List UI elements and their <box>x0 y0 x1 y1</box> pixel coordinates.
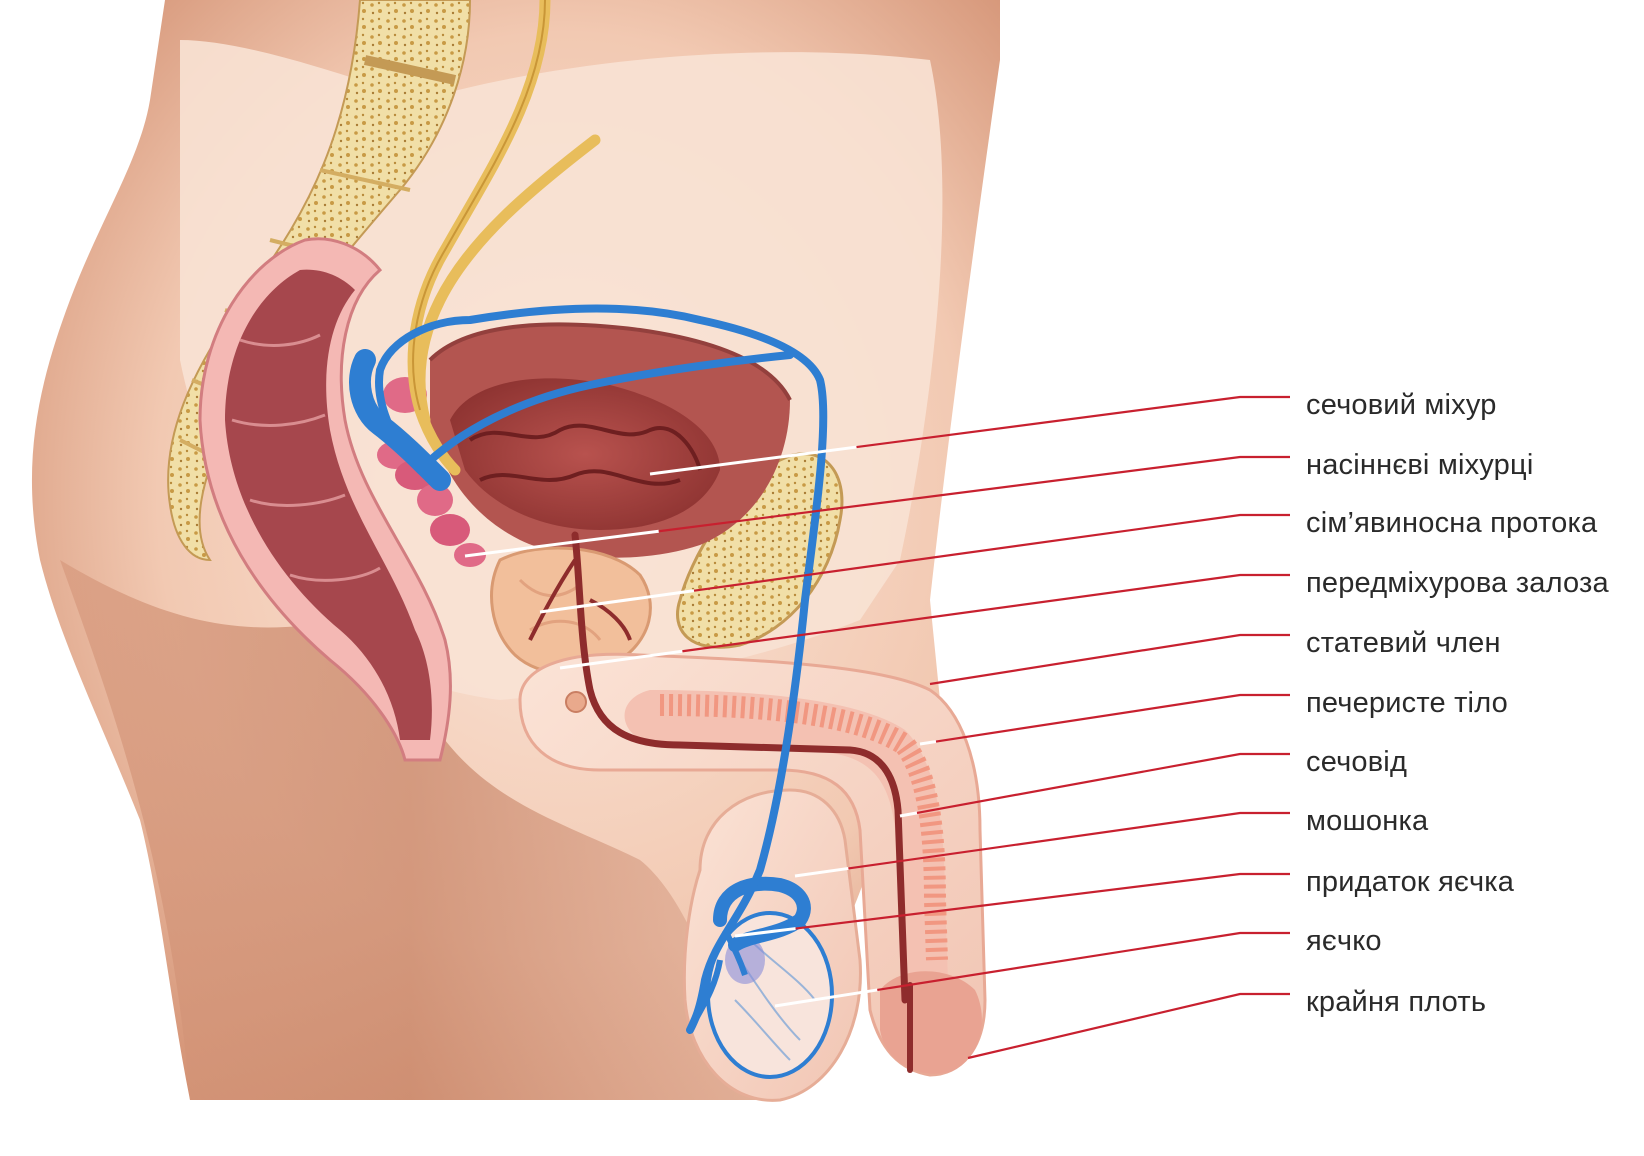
label-bladder: сечовий міхур <box>1306 389 1497 422</box>
label-testis: яєчко <box>1306 925 1382 958</box>
label-penis: статевий член <box>1306 627 1501 660</box>
label-urethra: сечовід <box>1306 746 1407 779</box>
label-foreskin: крайня плоть <box>1306 986 1486 1019</box>
label-vas-deferens: сім’явиносна протока <box>1306 507 1597 540</box>
bulbourethral-gland <box>566 692 586 712</box>
label-epididymis: придаток яєчка <box>1306 866 1514 899</box>
leader-line-foreskin <box>968 994 1290 1058</box>
label-prostate: передміхурова залоза <box>1306 567 1609 600</box>
leader-line-penis <box>930 635 1290 684</box>
leader-line-corpus-cavernosum <box>936 695 1290 742</box>
label-seminal-vesicles: насіннєві міхурці <box>1306 449 1533 482</box>
label-corpus-cavernosum: печеристе тіло <box>1306 687 1508 720</box>
label-scrotum: мошонка <box>1306 805 1428 838</box>
